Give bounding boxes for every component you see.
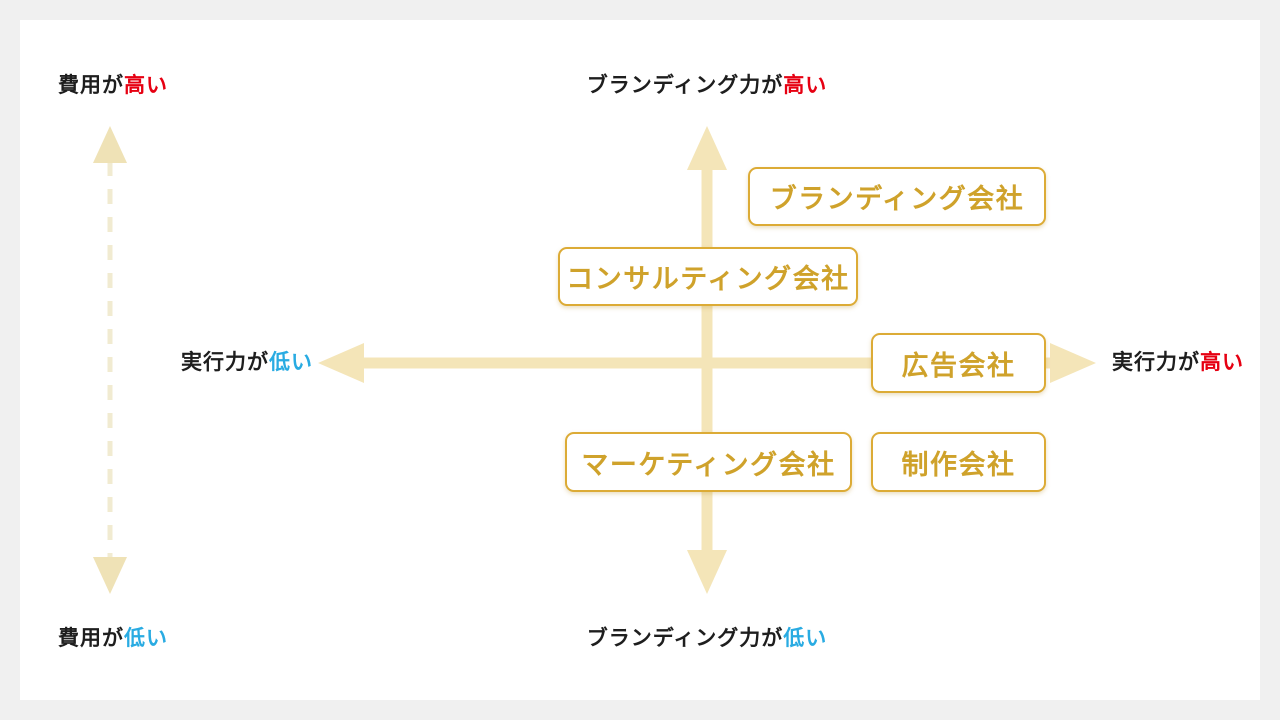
axis-label-branding-high-accent: 高い [783, 74, 828, 97]
axis-label-execution-low-accent: 低い [269, 351, 313, 374]
axis-label-branding-high: ブランディング力が高い [587, 75, 828, 97]
box-production-company: 制作会社 [871, 432, 1046, 492]
axis-label-execution-high-prefix: 実行力が [1112, 351, 1200, 374]
axis-label-execution-low-prefix: 実行力が [181, 351, 269, 374]
box-branding-company: ブランディング会社 [748, 167, 1046, 226]
axis-label-branding-high-prefix: ブランディング力が [586, 74, 784, 97]
axis-label-branding-low: ブランディング力が低い [587, 628, 828, 650]
axis-label-branding-low-prefix: ブランディング力が [586, 627, 784, 650]
box-advertising-company: 広告会社 [871, 333, 1046, 393]
cost-arrowhead-down-icon [93, 557, 127, 594]
execution-arrowhead-left-icon [318, 343, 364, 383]
cost-dashed-arrow [93, 126, 127, 594]
axis-label-cost-high: 費用が高い [58, 75, 168, 97]
execution-arrowhead-right-icon [1050, 343, 1096, 383]
axis-label-cost-high-accent: 高い [124, 74, 168, 97]
cost-arrowhead-up-icon [93, 126, 127, 163]
axis-label-execution-high-accent: 高い [1200, 351, 1244, 374]
axis-label-cost-low: 費用が低い [58, 628, 168, 650]
axis-label-execution-high: 実行力が高い [1112, 352, 1244, 374]
branding-arrowhead-down-icon [687, 550, 727, 594]
branding-arrowhead-up-icon [687, 126, 727, 170]
axis-label-branding-low-accent: 低い [783, 627, 828, 650]
box-marketing-company: マーケティング会社 [565, 432, 852, 492]
axis-label-execution-low: 実行力が低い [181, 352, 313, 374]
axis-label-cost-high-prefix: 費用が [58, 74, 124, 97]
axis-label-cost-low-accent: 低い [124, 627, 168, 650]
axis-label-cost-low-prefix: 費用が [58, 627, 124, 650]
box-consulting-company: コンサルティング会社 [558, 247, 858, 306]
